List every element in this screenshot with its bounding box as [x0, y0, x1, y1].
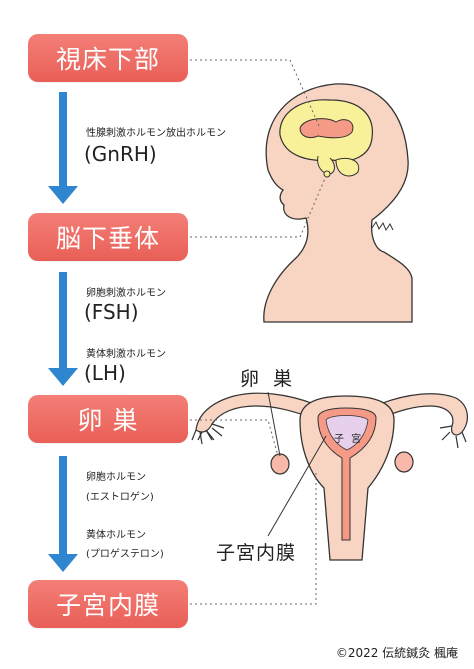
ovary-left [270, 453, 290, 475]
hormone-progesterone-sub: (プロゲステロン) [86, 549, 164, 560]
fallopian-tube-left-fill [195, 392, 315, 433]
copyright-footer: ©2022 伝統鍼灸 楓庵 [335, 646, 458, 660]
ovary-right [394, 451, 414, 473]
pituitary-dot [323, 170, 331, 178]
hormone-estrogen-name: 卵胞ホルモン [86, 472, 146, 483]
ventricle-shape [299, 118, 354, 139]
connector-hypothalamus [190, 59, 321, 129]
fimbria-right [439, 425, 467, 449]
uterus-inner [325, 415, 369, 451]
hormone-fsh-abbr: (FSH) [84, 300, 139, 324]
stage-ovary: 卵 巣 [28, 395, 188, 443]
fallopian-tube-right-fill [379, 393, 468, 436]
stage-endometrium: 子宮内膜 [28, 580, 188, 628]
hormone-fsh-name: 卵胞刺激ホルモン [86, 288, 166, 299]
uterus-cavity [317, 407, 377, 541]
hormone-gnrh-name: 性腺刺激ホルモン放出ホルモン [86, 128, 226, 139]
arrow-pituitary-to-ovary [48, 272, 78, 386]
arrow-ovary-to-endometrium [48, 456, 78, 572]
connector-endometrium [190, 470, 317, 605]
anatomy-label-ovary: 卵 巣 [240, 368, 297, 390]
connector-ovary [190, 419, 279, 457]
hormone-lh-abbr: (LH) [84, 361, 126, 385]
connector-pituitary [190, 175, 327, 238]
hormone-gnrh-abbr: (GnRH) [84, 142, 157, 166]
hormone-lh-name: 黄体刺激ホルモン [86, 349, 166, 360]
hormone-estrogen-sub: (エストロゲン) [86, 492, 154, 503]
stage-hypothalamus: 視床下部 [28, 34, 188, 82]
cerebellum-shape [335, 158, 360, 177]
arrow-hypothalamus-to-pituitary [48, 92, 78, 204]
anatomy-label-endometrium: 子宮内膜 [216, 542, 297, 564]
fimbria-left [191, 423, 225, 445]
pointer-ovary-label [267, 391, 281, 457]
stage-pituitary: 脳下垂体 [28, 213, 188, 261]
pointer-endometrium-label [267, 435, 327, 537]
hair-fringe-right [371, 220, 394, 232]
anatomy-label-uterus: 子 宮 [334, 434, 364, 445]
hormone-progesterone-name: 黄体ホルモン [86, 530, 146, 541]
